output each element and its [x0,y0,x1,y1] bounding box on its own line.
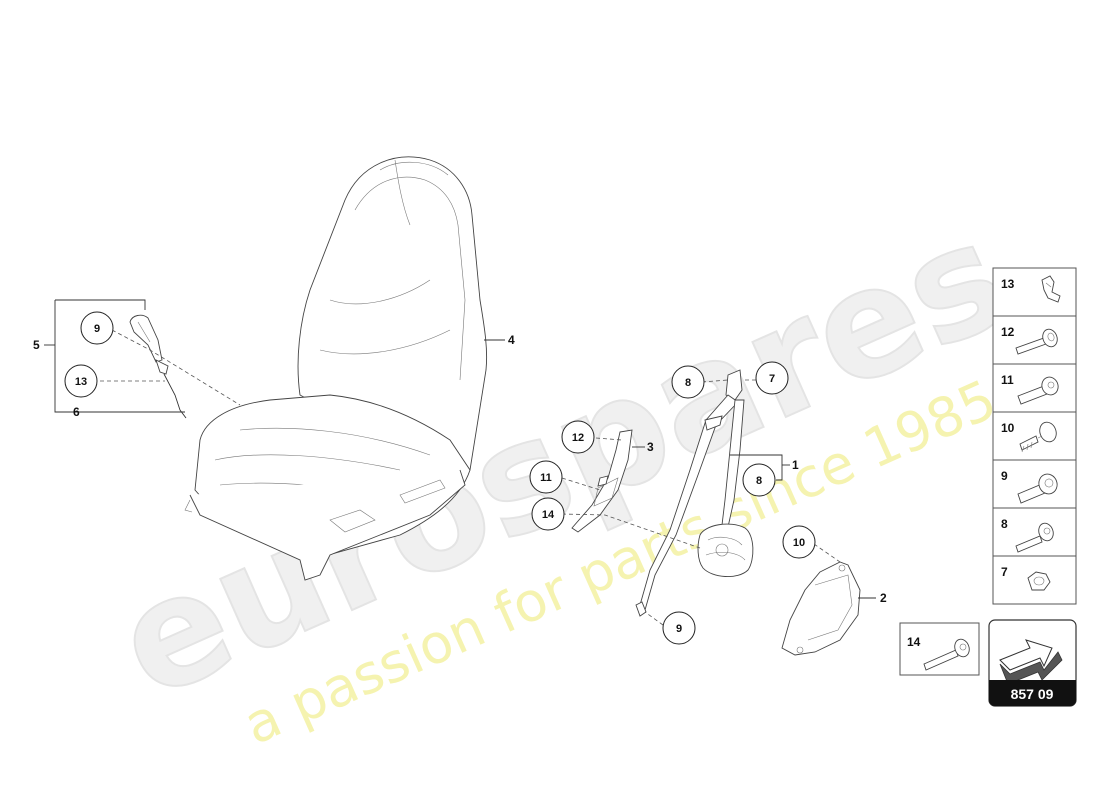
svg-text:14: 14 [542,509,555,521]
callout-14[interactable]: 14 [531,497,565,531]
legend-row-11[interactable]: 11 [1001,373,1061,405]
svg-text:12: 12 [1001,325,1015,339]
ref-4[interactable]: 4 [508,333,515,347]
svg-text:13: 13 [75,376,87,388]
ref-3[interactable]: 3 [647,440,654,454]
ref-6[interactable]: 6 [73,405,80,419]
trim-cover-drawing [781,561,861,656]
seat-belt-drawing [635,369,754,617]
svg-text:10: 10 [1001,421,1015,435]
callout-11[interactable]: 11 [529,460,563,494]
ref-2[interactable]: 2 [880,591,887,605]
legend-row-8[interactable]: 8 [1001,517,1056,553]
svg-text:10: 10 [793,537,805,549]
flange-bolt-icon [1017,473,1058,504]
legend-row-13[interactable]: 13 [1001,275,1061,303]
legend-row-14[interactable]: 14 [899,622,980,676]
shoulder-bolt-icon [1015,328,1058,355]
svg-text:11: 11 [540,472,552,484]
seat-buckle-drawing [129,314,187,419]
callout-10[interactable]: 10 [782,525,816,559]
round-head-bolt-icon [1017,376,1059,405]
svg-text:9: 9 [94,323,100,335]
leader-lines [44,299,876,626]
svg-text:14: 14 [907,635,921,649]
hex-nut-icon [1027,571,1051,591]
long-bolt-icon [923,638,970,671]
legend-row-10[interactable]: 10 [1001,420,1059,453]
callout-8-right[interactable]: 8 [742,463,776,497]
callout-13-left[interactable]: 13 [64,364,98,398]
svg-text:7: 7 [769,373,775,385]
push-rivet-icon [1019,421,1057,453]
seat-drawing [184,156,488,581]
callout-8-top[interactable]: 8 [671,365,705,399]
svg-text:11: 11 [1001,373,1014,387]
legend-row-9[interactable]: 9 [1001,469,1060,504]
svg-text:8: 8 [1001,517,1008,531]
ref-5[interactable]: 5 [33,338,40,352]
svg-text:9: 9 [1001,469,1008,483]
legend-row-7[interactable]: 7 [1001,565,1051,591]
svg-text:7: 7 [1001,565,1008,579]
height-adjuster-drawing [571,429,633,533]
svg-text:9: 9 [676,623,682,635]
callout-7[interactable]: 7 [755,361,789,395]
svg-text:8: 8 [756,475,762,487]
direction-arrow-icon [999,639,1063,685]
diagram-code-box: 857 09 [988,619,1077,707]
ref-1[interactable]: 1 [792,458,799,472]
callout-9-bottom[interactable]: 9 [662,611,696,645]
bracket-clip-icon [1041,275,1061,303]
callout-12[interactable]: 12 [561,420,595,454]
svg-text:8: 8 [685,377,691,389]
legend-row-12[interactable]: 12 [1001,325,1060,355]
svg-text:12: 12 [572,432,584,444]
hardware-legend: 13 12 11 10 [992,267,1077,605]
hex-bolt-icon [1015,522,1054,553]
svg-text:13: 13 [1001,277,1015,291]
diagram-code: 857 09 [1011,686,1054,702]
callout-9-left[interactable]: 9 [80,311,114,345]
